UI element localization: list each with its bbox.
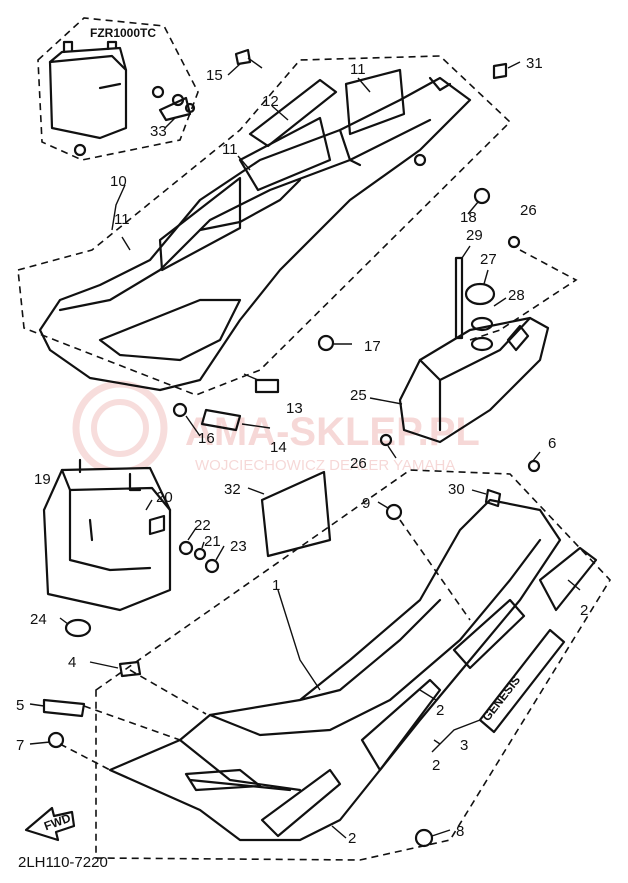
- callout-26: 26: [520, 202, 537, 219]
- watermark-line1: AMA-SKLEP.PL: [185, 410, 480, 454]
- callout-2: 2: [436, 702, 444, 719]
- battery-box-group: [42, 458, 225, 638]
- callout-5: 5: [16, 697, 24, 714]
- callout-31: 31: [526, 55, 543, 72]
- reservoir-group: [369, 235, 578, 473]
- callout-23: 23: [230, 538, 247, 555]
- callout-2: 2: [348, 830, 356, 847]
- callout-29: 29: [466, 227, 483, 244]
- callout-22: 22: [194, 517, 211, 534]
- front-arrow: FWD: [24, 806, 76, 842]
- callout-28: 28: [508, 287, 525, 304]
- callout-30: 30: [448, 481, 465, 498]
- callout-labels: 1 2 2 2 2 3 4 5 6 7 8 9 10 11 11 11 12 1…: [16, 55, 588, 847]
- callout-3: 3: [460, 737, 468, 754]
- callout-16: 16: [198, 430, 215, 447]
- callout-32: 32: [224, 481, 241, 498]
- callout-11: 11: [222, 141, 238, 158]
- callout-4: 4: [68, 654, 76, 671]
- callout-14: 14: [270, 439, 287, 456]
- callout-13: 13: [286, 400, 303, 417]
- callout-17: 17: [364, 338, 381, 355]
- inset-fzr1000tc: FZR1000TC: [37, 17, 199, 161]
- callout-26: 26: [350, 455, 367, 472]
- callout-1: 1: [272, 577, 280, 594]
- callout-8: 8: [456, 823, 464, 840]
- callout-20: 20: [156, 489, 173, 506]
- callout-7: 7: [16, 737, 24, 754]
- callout-10: 10: [110, 173, 127, 190]
- callout-19: 19: [34, 471, 51, 488]
- callout-11: 11: [350, 61, 366, 78]
- callout-9: 9: [362, 495, 370, 512]
- callout-11: 11: [114, 211, 130, 228]
- decal-text: GENESIS: [479, 673, 523, 724]
- watermark-logo: [72, 380, 168, 476]
- part-number: 2LH110-7220: [18, 854, 108, 871]
- callout-25: 25: [350, 387, 367, 404]
- callout-24: 24: [30, 611, 47, 628]
- upper-cowling-group: [17, 48, 521, 437]
- callout-21: 21: [204, 533, 221, 550]
- callout-12: 12: [262, 93, 279, 110]
- callout-2: 2: [580, 602, 588, 619]
- sheet-32: [247, 470, 332, 558]
- callout-2: 2: [432, 757, 440, 774]
- watermark: AMA-SKLEP.PL WOJCIECHOWICZ DEALER YAMAHA: [72, 380, 480, 476]
- callout-27: 27: [480, 251, 497, 268]
- callout-15: 15: [206, 67, 223, 84]
- callout-33: 33: [150, 123, 167, 140]
- watermark-line2: WOJCIECHOWICZ DEALER YAMAHA: [195, 457, 455, 474]
- callout-18: 18: [460, 209, 477, 226]
- inset-model-label: FZR1000TC: [90, 26, 156, 40]
- callout-6: 6: [548, 435, 556, 452]
